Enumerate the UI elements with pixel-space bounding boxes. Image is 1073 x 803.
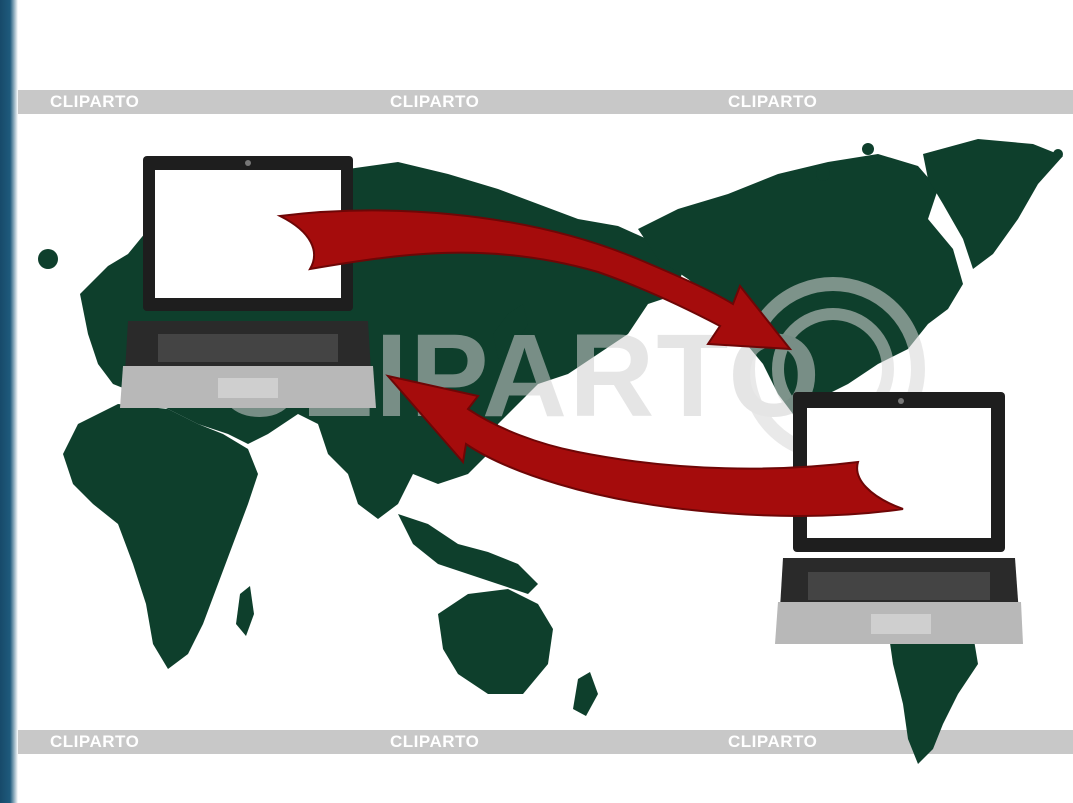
greenland-shape	[923, 139, 1063, 269]
arrow-right-icon	[276, 209, 793, 351]
watermark-text: CLIPARTO	[390, 92, 480, 111]
japan-shape	[493, 304, 528, 359]
watermark-text: CLIPARTO	[50, 92, 140, 111]
clipart-image: CLIPARTO CLIPARTO CLIPARTO CLIPARTO CLIP…	[18, 4, 1073, 803]
watermark-text: CLIPARTO	[728, 732, 818, 751]
new-zealand-shape	[573, 672, 598, 716]
watermark-band-bottom: CLIPARTO CLIPARTO CLIPARTO	[18, 730, 1073, 754]
watermark-text: CLIPARTO	[50, 732, 140, 751]
world-map-illustration: CLIPARTO	[38, 139, 1063, 764]
laptop-icon	[775, 392, 1023, 644]
madagascar-shape	[236, 586, 254, 636]
australia-shape	[438, 589, 553, 694]
watermark-text: CLIPARTO	[728, 92, 818, 111]
watermark-text: CLIPARTO	[390, 732, 480, 751]
watermark-band-top: CLIPARTO CLIPARTO CLIPARTO	[18, 90, 1073, 114]
sea-islands-shape	[398, 514, 538, 594]
africa-shape	[63, 404, 258, 669]
laptop-icon	[120, 156, 376, 408]
arrow-left-icon	[385, 374, 904, 517]
